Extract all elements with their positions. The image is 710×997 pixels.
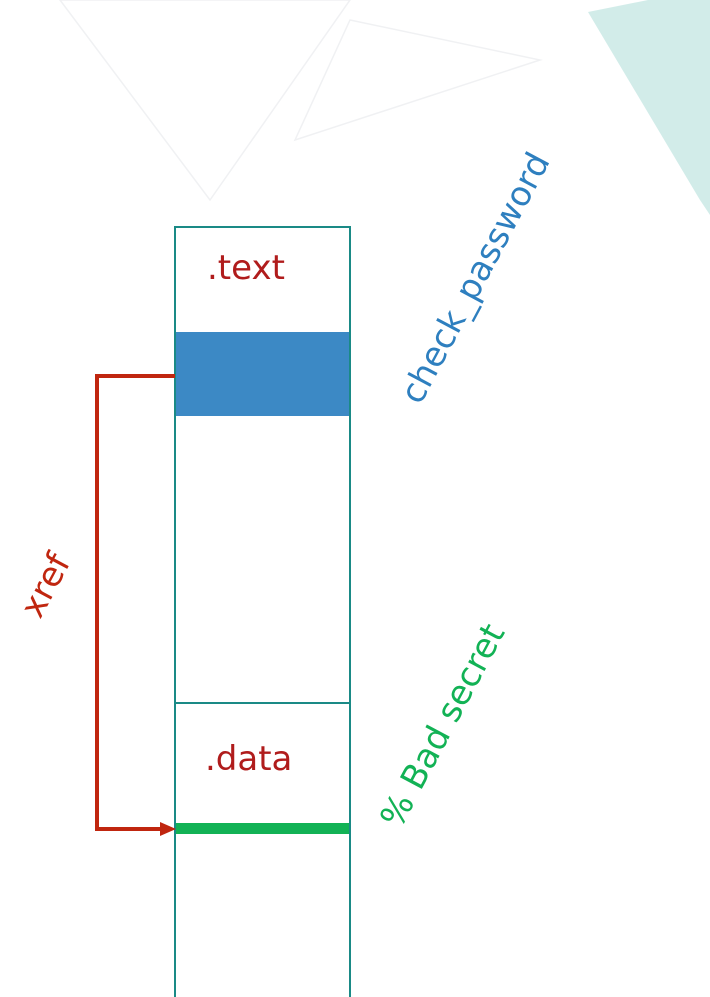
function-block bbox=[176, 332, 349, 416]
function-label: check_password bbox=[393, 146, 559, 410]
background-decoration bbox=[59, 0, 710, 215]
data-segment-label: .data bbox=[205, 739, 292, 779]
decor-triangle-faint-2 bbox=[293, 19, 543, 142]
xref-arrow-line bbox=[95, 374, 175, 831]
decor-triangle-right bbox=[588, 0, 710, 215]
string-label: % Bad secret bbox=[373, 617, 514, 834]
string-bar bbox=[176, 823, 349, 834]
text-segment-box bbox=[174, 226, 351, 704]
xref-label: xref bbox=[13, 546, 80, 624]
xref-arrowhead bbox=[160, 822, 176, 836]
decor-triangle-faint-1 bbox=[59, 0, 351, 202]
text-segment-label: .text bbox=[207, 248, 285, 288]
